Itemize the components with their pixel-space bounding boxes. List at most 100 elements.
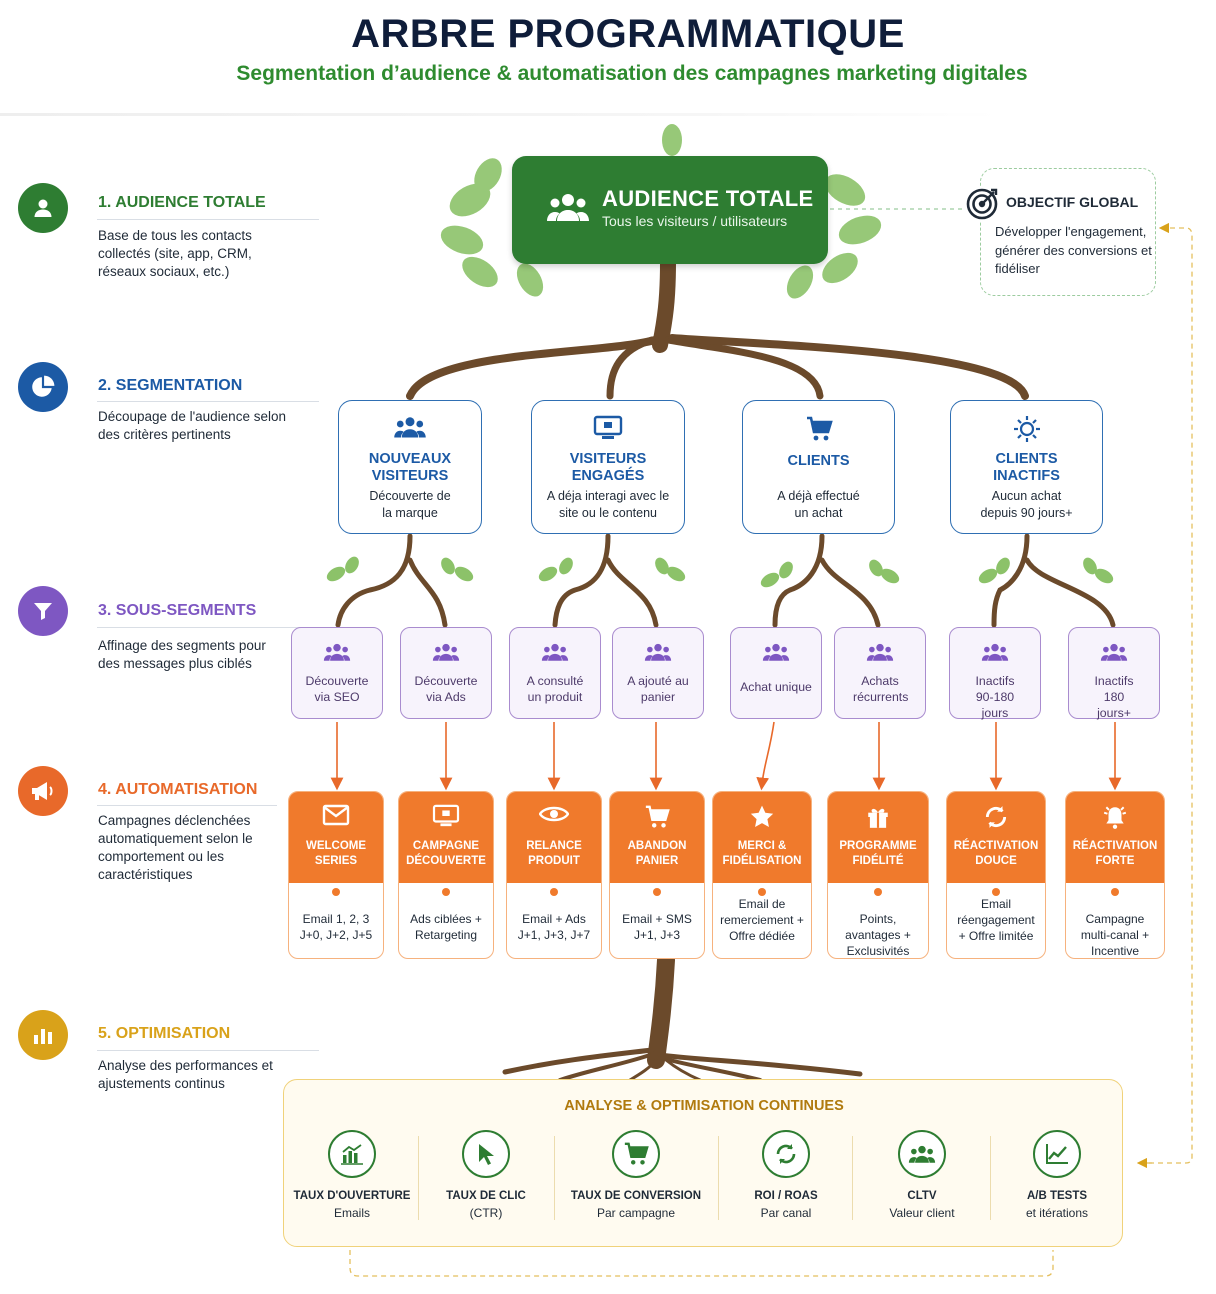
- segment-desc: A déjà effectué un achat: [777, 489, 860, 520]
- subsegment-panier[interactable]: A ajouté au panier: [612, 627, 704, 719]
- step-desc-automatisation: Campagnes déclenchées automatiquement se…: [98, 813, 253, 882]
- gift-icon: [865, 804, 891, 835]
- step-desc-optimisation: Analyse des performances et ajustements …: [98, 1058, 273, 1091]
- filter-icon: [18, 586, 68, 636]
- step-divider: [97, 805, 277, 806]
- metric-label: TAUX DE CONVERSION: [570, 1190, 702, 1202]
- metric-taux-clic[interactable]: TAUX DE CLIC (CTR): [418, 1130, 554, 1220]
- automation-desc: Email de remerciement + Offre dédiée: [720, 897, 804, 943]
- automation-desc: Campagne multi-canal + Incentive: [1080, 912, 1150, 958]
- subsegment-ads[interactable]: Découverte via Ads: [400, 627, 492, 719]
- group-icon: [541, 642, 569, 667]
- optimisation-title: ANALYSE & OPTIMISATION CONTINUES: [564, 1098, 844, 1114]
- line-chart-icon: [1033, 1130, 1081, 1178]
- group-icon: [898, 1130, 946, 1178]
- megaphone-icon: [18, 766, 68, 816]
- step-desc-sous-segments: Affinage des segments pour des messages …: [98, 638, 266, 671]
- automation-desc: Points, avantages + Exclusivités: [845, 912, 911, 958]
- automation-relance-produit[interactable]: RELANCE PRODUIT Email + Ads J+1, J+3, J+…: [506, 791, 602, 959]
- segment-desc: Aucun achat depuis 90 jours+: [980, 489, 1073, 520]
- subsegment-seo[interactable]: Découverte via SEO: [291, 627, 383, 719]
- cart-icon: [805, 415, 833, 448]
- bar-chart-icon: [328, 1130, 376, 1178]
- automation-title: ABANDON PANIER: [627, 840, 687, 867]
- metric-sub: Valeur client: [889, 1206, 955, 1220]
- automation-welcome-series[interactable]: WELCOME SERIES Email 1, 2, 3 J+0, J+2, J…: [288, 791, 384, 959]
- automation-title: WELCOME SERIES: [305, 840, 367, 867]
- step-divider: [97, 219, 319, 220]
- segment-visiteurs-engages[interactable]: VISITEURS ENGAGÉS A déja interagi avec l…: [531, 400, 685, 534]
- metric-sub: Par campagne: [596, 1206, 676, 1220]
- automation-reactivation-douce[interactable]: RÉACTIVATION DOUCE Email réengagement + …: [946, 791, 1046, 959]
- target-icon: [965, 187, 999, 221]
- subsegment-label: A consulté un produit: [526, 674, 584, 704]
- automation-desc: Email 1, 2, 3 J+0, J+2, J+5: [299, 912, 373, 942]
- subsegment-label: Inactifs 90-180 jours: [975, 674, 1015, 720]
- metric-label: A/B TESTS: [1026, 1190, 1088, 1202]
- metric-divider: [718, 1136, 719, 1220]
- group-icon: [546, 191, 590, 228]
- step-title-automatisation: 4. AUTOMATISATION: [98, 781, 258, 798]
- automation-title: MERCI & FIDÉLISATION: [722, 840, 802, 867]
- objective-desc: Développer l'engagement, générer des con…: [995, 224, 1152, 276]
- metric-taux-ouverture[interactable]: TAUX D'OUVERTURE Emails: [284, 1130, 420, 1220]
- metric-divider: [990, 1136, 991, 1220]
- automation-merci-fidelisation[interactable]: MERCI & FIDÉLISATION Email de remercieme…: [712, 791, 812, 959]
- metric-sub: et itérations: [1025, 1206, 1089, 1220]
- metric-cltv[interactable]: CLTV Valeur client: [854, 1130, 990, 1220]
- eye-icon: [538, 804, 570, 829]
- segment-title: VISITEURS ENGAGÉS: [569, 451, 647, 484]
- automation-title: RÉACTIVATION FORTE: [1072, 840, 1158, 867]
- automation-title: CAMPAGNE DÉCOUVERTE: [406, 840, 486, 867]
- root-node[interactable]: AUDIENCE TOTALE Tous les visiteurs / uti…: [512, 156, 828, 264]
- group-icon: [866, 642, 894, 667]
- segment-title: CLIENTS INACTIFS: [993, 451, 1060, 484]
- segment-title: NOUVEAUX VISITEURS: [368, 451, 452, 484]
- header-divider: [0, 113, 1000, 116]
- subsegment-label: A ajouté au panier: [627, 674, 689, 704]
- metric-label: CLTV: [907, 1190, 937, 1202]
- automation-desc: Ads ciblées + Retargeting: [410, 912, 482, 942]
- page-title: ARBRE PROGRAMMATIQUE: [351, 12, 905, 56]
- subsegment-inactifs-180[interactable]: Inactifs 180 jours+: [1068, 627, 1160, 720]
- automation-campagne-decouverte[interactable]: CAMPAGNE DÉCOUVERTE Ads ciblées + Retarg…: [398, 791, 494, 959]
- automation-reactivation-forte[interactable]: RÉACTIVATION FORTE Campagne multi-canal …: [1065, 791, 1165, 959]
- root-title: AUDIENCE TOTALE: [602, 186, 814, 211]
- automation-programme-fidelite[interactable]: PROGRAMME FIDÉLITÉ Points, avantages + E…: [827, 791, 929, 959]
- cart-icon: [643, 804, 671, 835]
- step-divider: [97, 1050, 319, 1051]
- subsegment-label: Achats récurrents: [853, 674, 909, 704]
- subsegment-achat-unique[interactable]: Achat unique: [730, 627, 822, 719]
- monitor-icon: [432, 804, 460, 833]
- step-title-segmentation: 2. SEGMENTATION: [98, 377, 243, 394]
- subsegment-inactifs-90-180[interactable]: Inactifs 90-180 jours: [949, 627, 1041, 720]
- step-divider: [97, 401, 319, 402]
- automation-abandon-panier[interactable]: ABANDON PANIER Email + SMS J+1, J+3: [609, 791, 705, 959]
- objective-title: OBJECTIF GLOBAL: [1006, 194, 1139, 210]
- subsegment-achats-recurrents[interactable]: Achats récurrents: [834, 627, 926, 719]
- group-icon: [644, 642, 672, 667]
- segment-clients[interactable]: CLIENTS A déjà effectué un achat: [742, 400, 895, 534]
- metric-sub: (CTR): [469, 1206, 503, 1220]
- segment-title: CLIENTS: [787, 453, 850, 469]
- metric-ab-tests[interactable]: A/B TESTS et itérations: [989, 1130, 1125, 1220]
- bell-icon: [1102, 804, 1128, 835]
- subsegment-label: Découverte via Ads: [414, 674, 478, 704]
- subsegment-produit[interactable]: A consulté un produit: [509, 627, 601, 719]
- metric-divider: [852, 1136, 853, 1220]
- group-icon: [393, 415, 427, 444]
- cursor-icon: [462, 1130, 510, 1178]
- step-desc-audience: Base de tous les contacts collectés (sit…: [98, 228, 252, 279]
- monitor-icon: [593, 415, 623, 446]
- mail-icon: [322, 804, 350, 831]
- metric-taux-conversion[interactable]: TAUX DE CONVERSION Par campagne: [568, 1130, 704, 1220]
- subsegment-label: Inactifs 180 jours+: [1094, 674, 1134, 720]
- segment-clients-inactifs[interactable]: CLIENTS INACTIFS Aucun achat depuis 90 j…: [950, 400, 1103, 534]
- metric-roi-roas[interactable]: ROI / ROAS Par canal: [718, 1130, 854, 1220]
- refresh-icon: [983, 804, 1009, 835]
- segment-nouveaux-visiteurs[interactable]: NOUVEAUX VISITEURS Découverte de la marq…: [338, 400, 482, 534]
- group-icon: [981, 642, 1009, 667]
- bar-chart-icon: [18, 1010, 68, 1060]
- optimisation-panel: ANALYSE & OPTIMISATION CONTINUES TAUX D'…: [283, 1079, 1123, 1247]
